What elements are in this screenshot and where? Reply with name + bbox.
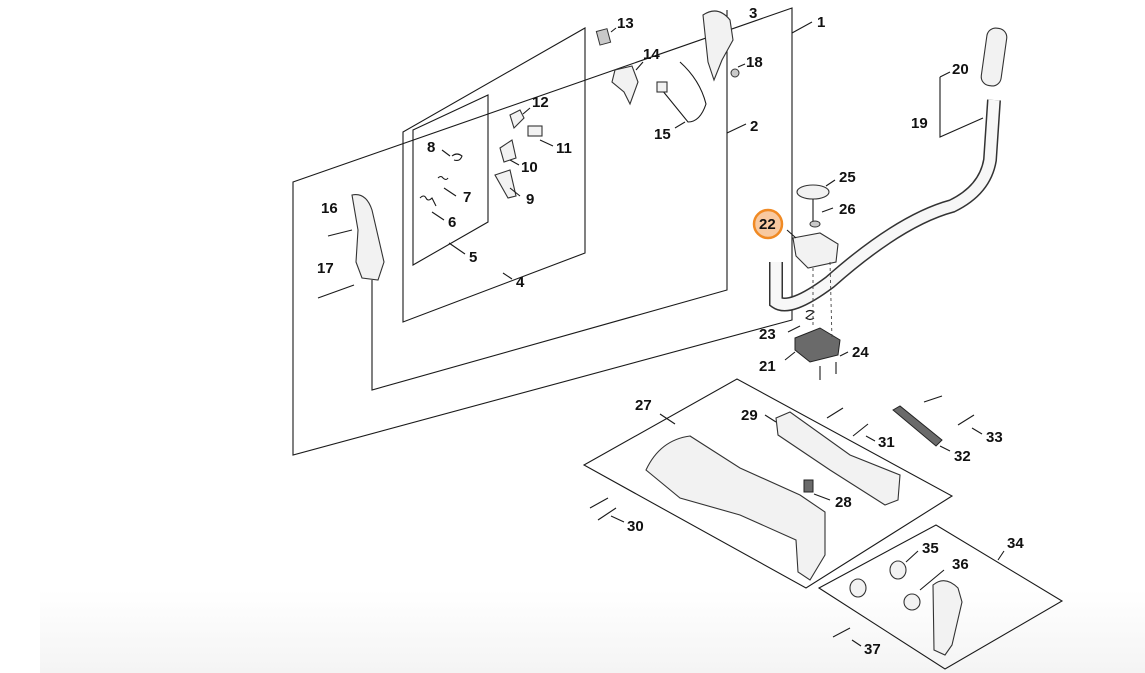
frame-part-1 <box>292 7 793 456</box>
cover-29 <box>775 411 901 506</box>
callout-27[interactable]: 27 <box>635 397 652 414</box>
callout-32[interactable]: 32 <box>954 448 971 465</box>
callout-28[interactable]: 28 <box>835 494 852 511</box>
callout-8[interactable]: 8 <box>427 139 435 156</box>
lever-9 <box>494 169 517 199</box>
trigger-14 <box>611 65 639 106</box>
callout-21[interactable]: 21 <box>759 358 776 375</box>
callout-7[interactable]: 7 <box>463 189 471 206</box>
bracket-part-19 <box>939 77 984 138</box>
grip-36 <box>932 580 963 656</box>
callout-24[interactable]: 24 <box>852 344 869 361</box>
part-13 <box>595 28 612 46</box>
part-10 <box>499 139 517 163</box>
clamp-22 <box>792 232 839 269</box>
callout-33[interactable]: 33 <box>986 429 1003 446</box>
callout-36[interactable]: 36 <box>952 556 969 573</box>
callout-26[interactable]: 26 <box>839 201 856 218</box>
callouts: 1 2 3 4 5 6 7 8 9 10 11 12 13 14 15 16 1… <box>317 5 1024 658</box>
callout-11[interactable]: 11 <box>556 140 572 157</box>
leader-lines <box>431 27 983 647</box>
callout-22[interactable]: 22 <box>759 216 776 233</box>
grip-20 <box>980 27 1008 87</box>
clip <box>903 593 921 611</box>
knob-25 <box>796 184 830 200</box>
bushing-35 <box>889 560 907 580</box>
callout-20[interactable]: 20 <box>952 61 969 78</box>
callout-9[interactable]: 9 <box>526 191 534 208</box>
frame-part-5 <box>412 94 489 266</box>
callout-31[interactable]: 31 <box>878 434 895 451</box>
callout-6[interactable]: 6 <box>448 214 456 231</box>
callout-13[interactable]: 13 <box>617 15 634 32</box>
spring-7 <box>437 175 449 181</box>
spring-8 <box>451 153 463 162</box>
callout-15[interactable]: 15 <box>654 126 671 143</box>
callout-2[interactable]: 2 <box>750 118 758 135</box>
part-drawings <box>317 10 1008 656</box>
cable-15 <box>661 61 707 123</box>
callout-30[interactable]: 30 <box>627 518 644 535</box>
frame-part-2 <box>371 10 728 391</box>
housing-27 <box>645 435 826 581</box>
callout-22-highlight[interactable] <box>752 208 784 240</box>
part-28 <box>803 479 814 493</box>
handle-half <box>351 194 385 281</box>
screw-18 <box>730 68 740 78</box>
handlebar-19-inner <box>770 99 1000 310</box>
callout-10[interactable]: 10 <box>521 159 538 176</box>
clamp-21 <box>794 327 841 363</box>
callout-37[interactable]: 37 <box>864 641 881 658</box>
frame-part-4 <box>402 27 586 323</box>
strip-32 <box>892 405 943 447</box>
spring-6 <box>419 195 437 207</box>
callout-17[interactable]: 17 <box>317 260 334 277</box>
callout-3[interactable]: 3 <box>749 5 757 22</box>
frame-part-27 <box>582 378 954 589</box>
callout-35[interactable]: 35 <box>922 540 939 557</box>
callout-23[interactable]: 23 <box>759 326 776 343</box>
callout-16[interactable]: 16 <box>321 200 338 217</box>
callout-29[interactable]: 29 <box>741 407 758 424</box>
callout-1[interactable]: 1 <box>817 14 825 31</box>
housing-half-3 <box>702 10 734 82</box>
washer-26 <box>809 220 821 228</box>
callout-18[interactable]: 18 <box>746 54 763 71</box>
callout-14[interactable]: 14 <box>643 46 660 63</box>
callout-4[interactable]: 4 <box>516 274 525 291</box>
callout-12[interactable]: 12 <box>532 94 549 111</box>
callout-34[interactable]: 34 <box>1007 535 1024 552</box>
callout-25[interactable]: 25 <box>839 169 856 186</box>
callout-5[interactable]: 5 <box>469 249 477 266</box>
group-frames <box>292 7 1064 670</box>
lever-12 <box>509 109 525 130</box>
part-11 <box>527 125 543 137</box>
spring-23 <box>805 309 815 321</box>
callout-19[interactable]: 19 <box>911 115 928 132</box>
bushing <box>849 578 867 598</box>
frame-part-34 <box>817 524 1064 670</box>
